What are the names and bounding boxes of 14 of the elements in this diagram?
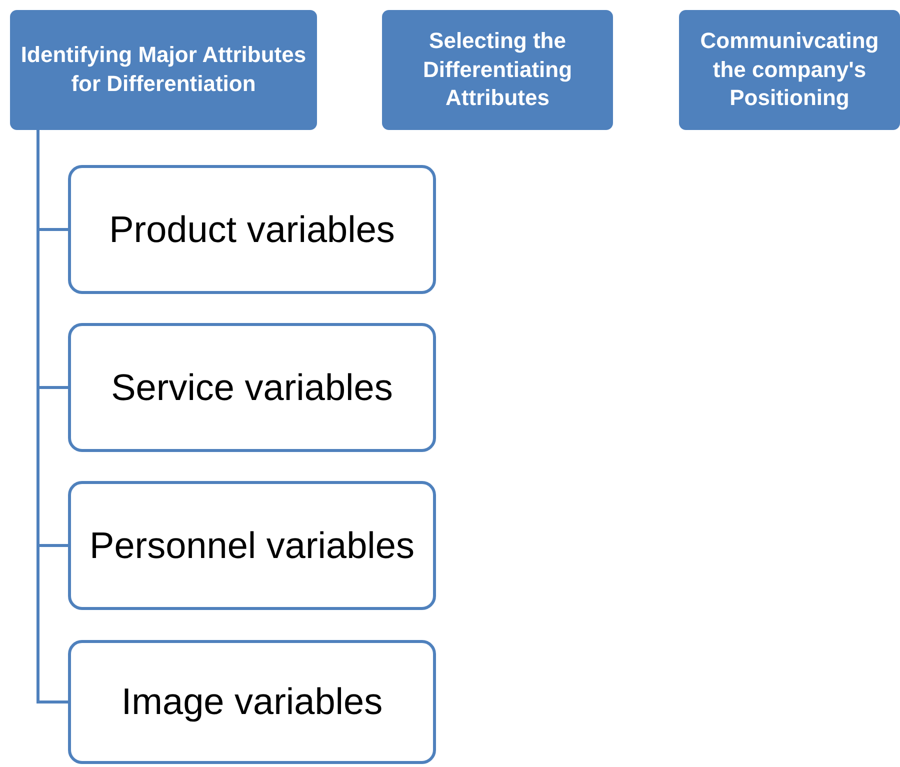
step-box xyxy=(679,10,900,130)
box-text: Selecting the Differentiating Attributes xyxy=(422,27,574,112)
variable-box xyxy=(68,640,436,764)
variable-box xyxy=(68,165,436,294)
box-text: Communivcating the company's Positioning xyxy=(699,27,880,112)
box-text: Product variables xyxy=(109,208,395,252)
box-text: Service variables xyxy=(111,366,393,410)
box-text: Identifying Major Attributes for Differentiation xyxy=(20,41,308,98)
variable-box xyxy=(68,481,436,610)
box-text: Image variables xyxy=(121,680,383,724)
step-box xyxy=(10,10,317,130)
box-text: Personnel variables xyxy=(90,524,414,568)
step-box xyxy=(382,10,613,130)
variable-box xyxy=(68,323,436,452)
